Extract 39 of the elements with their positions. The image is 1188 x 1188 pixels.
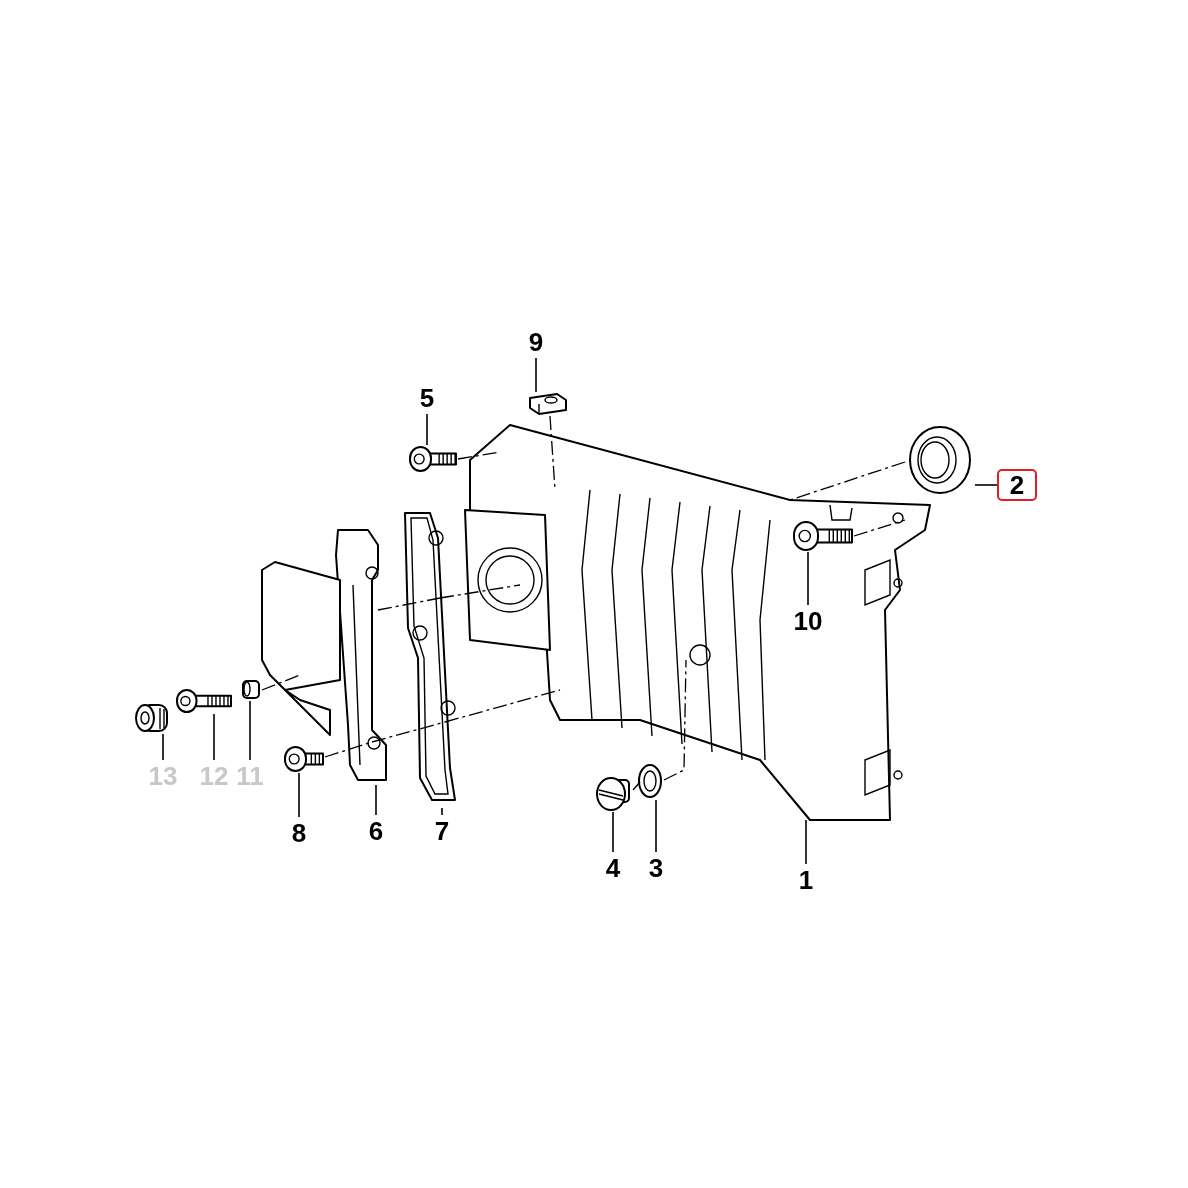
callout-number: 1 <box>786 864 826 896</box>
leader-line <box>535 357 537 393</box>
callout-number: 5 <box>407 382 447 414</box>
leader-line <box>213 713 215 761</box>
nut-drawing <box>527 392 569 416</box>
leader-line <box>375 784 377 816</box>
callout-number: 6 <box>356 815 396 847</box>
leader-line <box>426 413 428 446</box>
bolt-drawing <box>175 688 233 714</box>
leader-line <box>805 819 807 865</box>
leader-line <box>298 772 300 818</box>
bolt-drawing <box>408 445 458 473</box>
leader-line <box>162 733 164 761</box>
cap-drawing <box>134 702 170 734</box>
leader-line <box>441 807 443 816</box>
assembly-line <box>853 519 906 537</box>
assembly-line <box>439 584 521 599</box>
leader-line <box>612 811 614 853</box>
callout-number: 9 <box>516 326 556 358</box>
callout-number: 3 <box>636 852 676 884</box>
assembly-line <box>632 781 641 791</box>
callout-number: 2 <box>997 469 1037 501</box>
assembly-line <box>789 461 906 501</box>
callout-number: 7 <box>422 815 462 847</box>
assembly-line <box>371 721 446 743</box>
assembly-line <box>663 659 687 781</box>
washer-drawing <box>636 762 664 800</box>
leader-line <box>974 484 998 486</box>
assembly-line <box>261 674 301 691</box>
leader-line <box>249 700 251 761</box>
sleeve-drawing <box>240 677 262 701</box>
leader-line <box>655 799 657 853</box>
callout-number: 4 <box>593 852 633 884</box>
assembly-line <box>444 689 561 723</box>
callout-number: 10 <box>788 605 828 637</box>
callout-number: 8 <box>279 817 319 849</box>
bolt-drawing <box>283 745 325 773</box>
assembly-line <box>377 597 441 611</box>
leader-line <box>807 551 809 606</box>
